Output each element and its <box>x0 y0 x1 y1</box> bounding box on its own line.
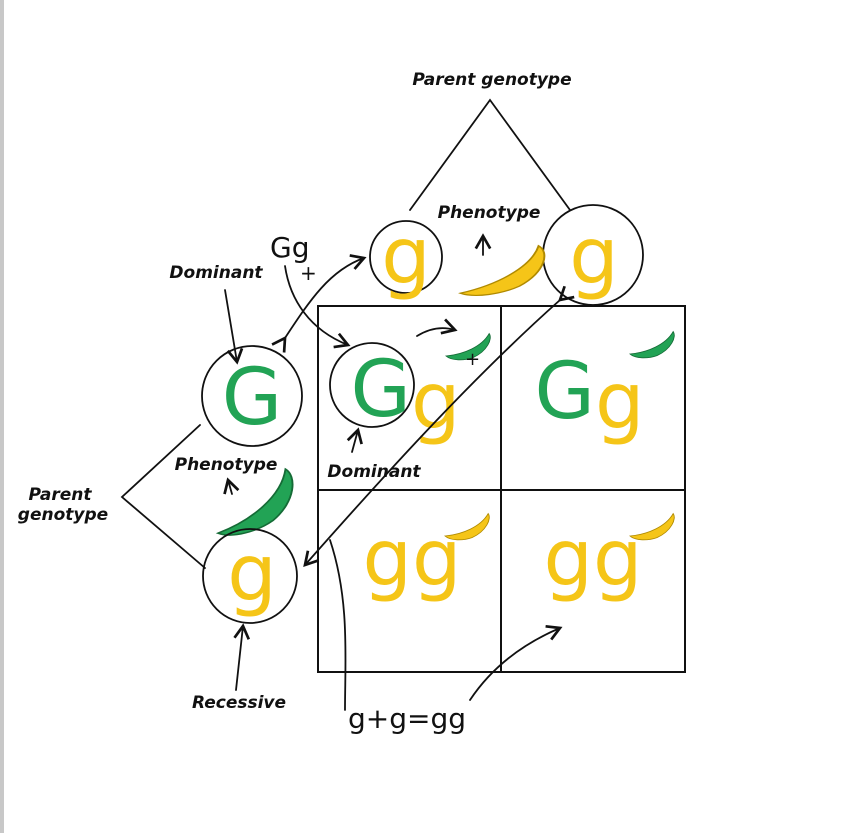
dominant-cell-label: Dominant <box>327 462 421 482</box>
parent-top-allele-1: g <box>381 212 431 302</box>
parent-left-circle-1 <box>201 345 303 447</box>
cell-2-green-pod-icon <box>629 331 675 359</box>
arrow-diagonal <box>303 285 575 568</box>
plus-note: + <box>300 261 317 285</box>
phenotype-left-label: Phenotype <box>175 455 278 475</box>
cell-1-plus: + <box>465 349 480 370</box>
dominant-left-label: Dominant <box>169 263 263 283</box>
parent-genotype-top-label: Parent genotype <box>412 70 571 90</box>
arrow-recessive <box>233 623 251 691</box>
gg-note: Gg <box>270 231 309 264</box>
cell-3-allele-b: g <box>412 514 462 604</box>
cell-1-arrow <box>416 318 458 337</box>
parent-left-allele-1: G <box>222 353 282 443</box>
cell-4-allele-a: g <box>543 514 593 604</box>
yellow-pod-icon <box>444 244 559 300</box>
page-edge <box>0 0 4 833</box>
cell-2-allele-b: g <box>595 357 645 447</box>
bracket-left <box>120 424 206 569</box>
parent-genotype-left-label-2: genotype <box>18 505 108 525</box>
cell-3-allele-a: g <box>362 514 412 604</box>
phenotype-top-label: Phenotype <box>438 203 541 223</box>
parent-top-allele-2: g <box>569 212 619 302</box>
equation-line <box>329 539 347 711</box>
recessive-label: Recessive <box>192 693 286 713</box>
bracket-top <box>409 98 571 211</box>
parent-genotype-left-label-1: Parent <box>29 485 93 505</box>
parent-left-allele-2: g <box>227 529 277 619</box>
arrow-cross-1 <box>271 254 367 353</box>
cell-4-allele-b: g <box>593 514 643 604</box>
equation-text: g+g=gg <box>348 702 466 735</box>
parent-left-circle-2 <box>202 528 298 624</box>
arrow-dominant <box>224 289 244 365</box>
cell-2-allele-a: G <box>535 347 595 437</box>
arrow-equation <box>469 624 563 701</box>
arrow-up-left <box>223 477 240 495</box>
cell-1-allele-a: G <box>351 345 411 435</box>
